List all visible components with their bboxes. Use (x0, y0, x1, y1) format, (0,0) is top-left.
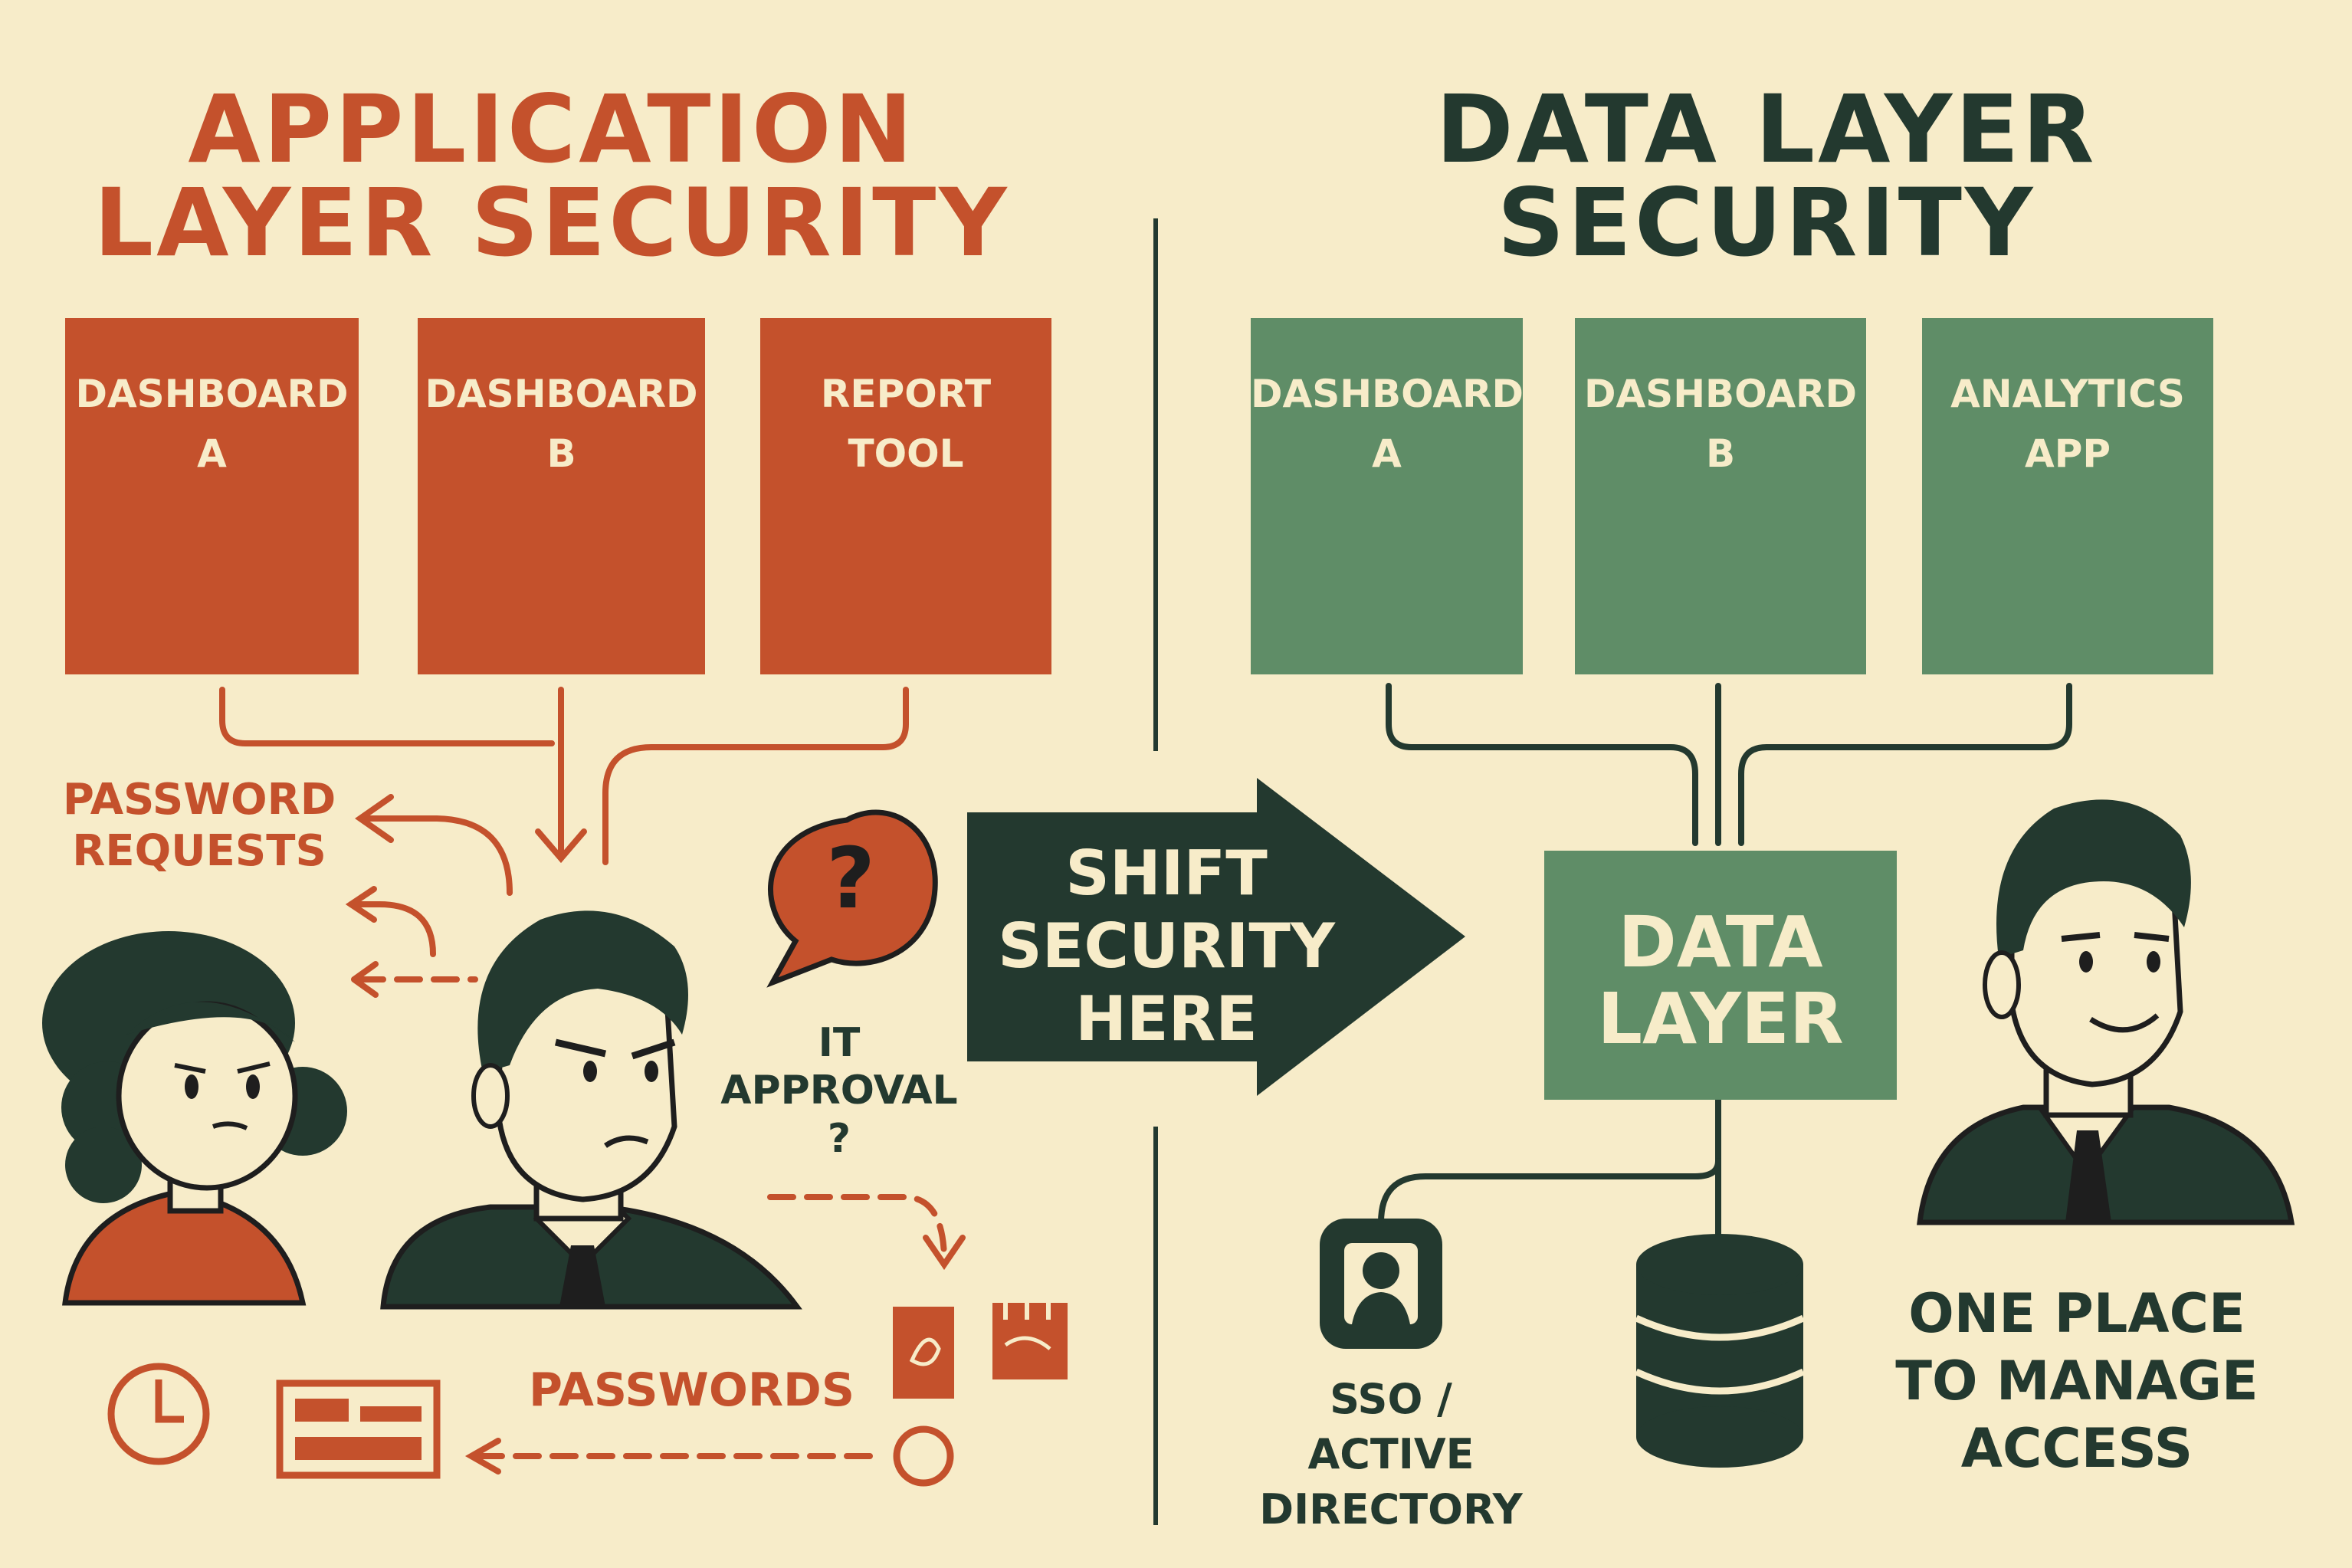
sso-active-directory-label: SSO / ACTIVE DIRECTORY (1242, 1372, 1540, 1537)
note-icon (992, 1303, 1068, 1379)
data-box-dashboard-b: DASHBOARD B (1575, 318, 1866, 674)
passwords-label: PASSWORDS (529, 1363, 855, 1417)
frowning-man-avatar (380, 910, 802, 1310)
arrow-label-line: HERE (1075, 983, 1258, 1055)
arrow-label-line: SECURITY (998, 910, 1335, 982)
app-box-dashboard-b: DASHBOARD B (418, 318, 705, 674)
data-layer-label: LAYER (1597, 978, 1844, 1060)
circle-icon (893, 1425, 954, 1487)
clock-icon (107, 1363, 210, 1465)
box-label: A (1372, 431, 1402, 476)
label-line: TO MANAGE (1895, 1350, 2259, 1412)
box-label: DASHBOARD (1583, 372, 1858, 416)
label-line: SSO / ACTIVE (1307, 1375, 1475, 1478)
box-label: B (546, 431, 576, 476)
data-box-dashboard-a: DASHBOARD A (1251, 318, 1524, 674)
title-line: SECURITY (1497, 169, 2036, 277)
label-line: ACCESS (1960, 1417, 2193, 1480)
arrow-label-line: SHIFT (1065, 838, 1268, 909)
label-line: ONE PLACE (1908, 1282, 2245, 1345)
box-label: ANALYTICS (1950, 372, 2185, 416)
title-line: LAYER SECURITY (93, 169, 1010, 277)
smiling-man-avatar (1917, 799, 2295, 1225)
label-line: PASSWORD (62, 775, 336, 825)
password-requests-label: PASSWORD REQUESTS (61, 774, 337, 877)
data-box-analytics-app: ANALYTICS APP (1922, 318, 2213, 674)
box-label: B (1705, 431, 1736, 476)
box-label: DASHBOARD (75, 372, 349, 416)
box-label: APP (2025, 431, 2111, 476)
title-line: DATA LAYER (1435, 75, 2098, 184)
data-layer-box: DATA LAYER (1544, 851, 1897, 1100)
question-mark-icon: ? (826, 829, 875, 927)
box-label: TOOL (848, 431, 964, 476)
app-box-dashboard-a: DASHBOARD A (65, 318, 359, 674)
it-approval-label: IT APPROVAL ? (717, 1019, 962, 1163)
label-line: APPROVAL ? (720, 1068, 958, 1162)
box-label: DASHBOARD (1251, 372, 1524, 416)
data-layer-label: DATA (1618, 901, 1823, 983)
shift-security-label: SHIFT SECURITY HERE (967, 837, 1366, 1055)
data-layer-security-title: DATA LAYER SECURITY (1257, 83, 2276, 270)
speech-bubble-icon (766, 809, 938, 988)
application-layer-security-title: APPLICATION LAYER SECURITY (61, 83, 1042, 270)
label-line: DIRECTORY (1259, 1485, 1523, 1534)
app-box-report-tool: REPORT TOOL (760, 318, 1051, 674)
user-badge-icon (1320, 1219, 1442, 1349)
box-label: REPORT (820, 372, 992, 416)
left-connectors (219, 687, 966, 1475)
woman-avatar (42, 931, 347, 1306)
database-icon (1635, 1234, 1805, 1468)
label-line: IT (818, 1020, 861, 1066)
shift-arrow (967, 778, 1465, 1096)
label-line: REQUESTS (72, 826, 326, 877)
keyboard-icon (276, 1379, 441, 1479)
title-line: APPLICATION (188, 75, 916, 184)
document-icon (893, 1307, 954, 1399)
right-connectors (1378, 683, 2072, 1252)
box-label: DASHBOARD (425, 372, 698, 416)
box-label: A (197, 431, 227, 476)
one-place-to-manage-access-label: ONE PLACE TO MANAGE ACCESS (1870, 1280, 2284, 1482)
